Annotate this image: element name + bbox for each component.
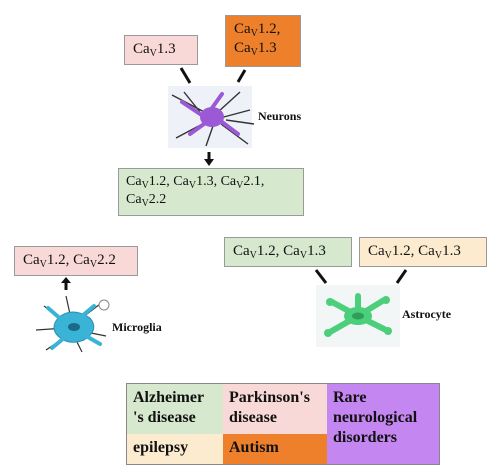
subscript-v: V <box>89 259 98 270</box>
subscript-v: V <box>149 48 157 59</box>
neuron-illustration <box>168 86 255 148</box>
ca-text: Ca <box>368 243 385 259</box>
astrocyte-label: Astrocyte <box>402 307 452 321</box>
microglia-channels-box: CaV1.2, CaV2.2 <box>14 246 138 276</box>
channel-number: 2.2 <box>97 252 116 268</box>
subscript-v: V <box>249 250 257 261</box>
ca-text: Ca <box>234 40 251 56</box>
channel-number: 1.2, <box>46 252 74 268</box>
channel-number: 1.3, <box>196 174 221 189</box>
subscript-v: V <box>384 250 392 261</box>
neurons-label: Neurons <box>258 109 302 123</box>
neuron-cav12-cav13-box: CaV1.2, CaV1.3 <box>225 15 301 67</box>
connector-astrocyte-right <box>395 269 408 284</box>
disease-epilepsy: epilepsy <box>127 434 223 464</box>
arrowhead-neuron-bottom <box>204 159 214 166</box>
subscript-v: V <box>188 180 197 191</box>
ca-text: Ca <box>418 243 435 259</box>
disease-rare: Rare neurological disorders <box>327 384 439 464</box>
disease-parkinson: Parkinson's disease <box>223 384 327 434</box>
channel-number: 1.3 <box>257 40 277 56</box>
connector-neuron-left <box>179 67 192 84</box>
ca-text: Ca <box>283 243 300 259</box>
disease-autism: Autism <box>223 434 327 464</box>
ca-text: Ca <box>233 243 250 259</box>
channel-number: 2.2 <box>148 192 167 207</box>
astrocyte-channels-box-right: CaV1.2, CaV1.3 <box>359 237 487 267</box>
ca-text: Ca <box>220 174 237 189</box>
channel-number: 1.2, <box>256 243 284 259</box>
ca-text: Ca <box>234 21 251 37</box>
subscript-v: V <box>236 180 244 191</box>
channel-number: 1.2, <box>257 21 281 37</box>
subscript-v: V <box>250 47 258 58</box>
astrocyte-illustration <box>316 285 400 347</box>
ca-text: Ca <box>133 41 150 57</box>
channel-number: 1.2, <box>148 174 174 189</box>
ca-text: Ca <box>126 192 142 207</box>
arrowhead-microglia <box>61 277 71 283</box>
channel-number: 1.3 <box>156 41 176 57</box>
ca-text: Ca <box>126 174 142 189</box>
subscript-v: V <box>39 259 47 270</box>
connector-neuron-right <box>236 69 247 83</box>
subscript-v: V <box>141 198 149 209</box>
microglia-label: Microglia <box>112 320 162 334</box>
channel-number: 1.3 <box>442 243 461 259</box>
ca-text: Ca <box>73 252 90 268</box>
microglia-illustration <box>35 295 110 353</box>
disease-table: Alzheimer 's disease Parkinson's disease… <box>126 383 440 465</box>
subscript-v: V <box>141 180 149 191</box>
subscript-v: V <box>250 28 258 39</box>
neuron-cav13-box: CaV1.3 <box>124 35 198 65</box>
neuron-channels-box: CaV1.2, CaV1.3, CaV2.1,CaV2.2 <box>118 168 304 216</box>
channel-number: 1.3 <box>307 243 326 259</box>
ca-text: Ca <box>173 174 189 189</box>
disease-alzheimer: Alzheimer 's disease <box>127 384 223 434</box>
subscript-v: V <box>299 250 308 261</box>
astrocyte-channels-box-left: CaV1.2, CaV1.3 <box>224 237 352 267</box>
ca-text: Ca <box>23 252 40 268</box>
subscript-v: V <box>434 250 443 261</box>
channel-number: 2.1, <box>243 174 265 189</box>
connector-astrocyte-left <box>314 269 328 284</box>
channel-number: 1.2, <box>391 243 419 259</box>
